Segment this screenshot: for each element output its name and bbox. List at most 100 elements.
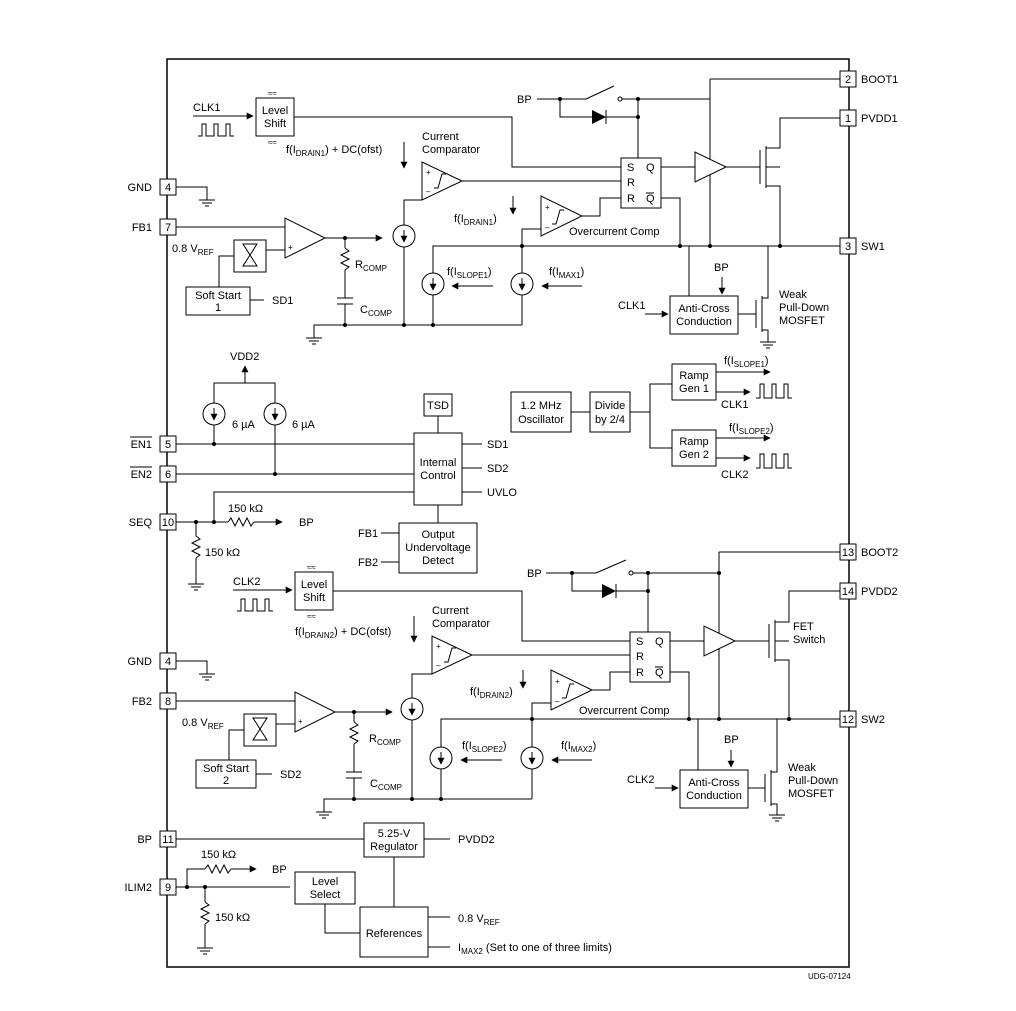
error-amplifier-1: [284, 217, 327, 259]
pin-sw2: 12 SW2: [839, 710, 885, 728]
overcurrent-comparator-2: [550, 669, 594, 711]
svg-text:VDD2: VDD2: [230, 351, 259, 363]
svg-text:1.2 MHz: 1.2 MHz: [521, 400, 562, 412]
diagram-id: UDG-07124: [808, 972, 851, 981]
svg-text:CLK1: CLK1: [721, 399, 749, 411]
svg-text:SD2: SD2: [487, 463, 508, 475]
svg-text:SW1: SW1: [861, 241, 885, 253]
pull-down-mosfet-2: [764, 719, 785, 822]
pin-pvdd2: 14 PVDD2: [839, 582, 898, 600]
svg-text:5: 5: [165, 439, 171, 451]
svg-text:Gen 1: Gen 1: [679, 383, 709, 395]
overcurrent-comparator-1: [540, 195, 584, 237]
svg-text:Regulator: Regulator: [370, 841, 418, 853]
svg-text:Overcurrent Comp: Overcurrent Comp: [579, 705, 669, 717]
svg-text:0.8 VREF: 0.8 VREF: [182, 717, 224, 731]
svg-text:8: 8: [165, 696, 171, 708]
svg-text:Oscillator: Oscillator: [518, 414, 564, 426]
svg-text:S: S: [636, 636, 643, 648]
svg-text:Switch: Switch: [793, 634, 825, 646]
svg-text:6 µA: 6 µA: [292, 419, 316, 431]
svg-text:9: 9: [165, 882, 171, 894]
control-section: VDD2 6 µA 6 µA TSD Internal Control SD1 …: [176, 351, 792, 591]
svg-text:Q: Q: [646, 162, 655, 174]
svg-text:5.25-V: 5.25-V: [378, 828, 411, 840]
svg-text:–: –: [555, 697, 560, 706]
pin-boot2: 13 BOOT2: [839, 543, 898, 561]
svg-text:Undervoltage: Undervoltage: [405, 542, 470, 554]
pull-down-mosfet-1: [755, 246, 776, 349]
svg-text:FET: FET: [793, 621, 814, 633]
svg-text:150 kΩ: 150 kΩ: [215, 912, 250, 924]
svg-text:SD2: SD2: [280, 769, 301, 781]
pin-seq: 10 SEQ: [129, 513, 177, 531]
svg-text:Q: Q: [646, 193, 655, 205]
current-comparator-1: [421, 161, 464, 201]
anti-cross-conduction-2: [679, 769, 749, 809]
svg-text:f(IMAX2): f(IMAX2): [561, 740, 596, 754]
svg-text:IMAX2 (Set to one of three lim: IMAX2 (Set to one of three limits): [458, 942, 612, 956]
svg-text:BP: BP: [299, 517, 314, 529]
sr-latch-2: [629, 631, 671, 683]
pin-sw1: 3 SW1: [839, 237, 885, 255]
svg-text:CCOMP: CCOMP: [370, 778, 402, 792]
channel-2: CLK2 Level Shift ≈≈ ≈≈ f(IDRAIN2) + DC(o…: [176, 551, 840, 822]
sr-latch-1: [620, 157, 662, 209]
svg-text:PVDD2: PVDD2: [458, 834, 495, 846]
regulator-block: [363, 822, 425, 858]
level-select: [294, 871, 356, 905]
svg-text:TSD: TSD: [427, 400, 449, 412]
svg-text:Select: Select: [310, 889, 341, 901]
svg-text:CLK2: CLK2: [233, 576, 261, 588]
svg-text:f(IMAX1): f(IMAX1): [549, 266, 584, 280]
svg-text:+: +: [436, 642, 441, 651]
high-side-mosfet-2: [768, 590, 840, 719]
svg-text:Ramp: Ramp: [679, 436, 708, 448]
svg-text:R: R: [627, 177, 635, 189]
svg-text:Q: Q: [655, 636, 664, 648]
svg-text:EN2: EN2: [131, 469, 152, 481]
svg-text:14: 14: [842, 586, 854, 598]
svg-text:Level: Level: [262, 105, 288, 117]
svg-text:f(IDRAIN2) + DC(ofst): f(IDRAIN2) + DC(ofst): [295, 626, 391, 640]
svg-text:PVDD2: PVDD2: [861, 586, 898, 598]
svg-text:Soft Start: Soft Start: [195, 290, 241, 302]
svg-text:Shift: Shift: [303, 592, 325, 604]
internal-control: [413, 432, 463, 506]
svg-text:SW2: SW2: [861, 714, 885, 726]
pin-en1: 5 EN1: [130, 435, 177, 453]
pin-fb2: 8 FB2: [132, 692, 177, 710]
svg-text:BP: BP: [714, 262, 729, 274]
svg-text:Overcurrent Comp: Overcurrent Comp: [569, 226, 659, 238]
svg-text:Control: Control: [420, 470, 455, 482]
svg-text:SD1: SD1: [272, 295, 293, 307]
svg-text:≈≈: ≈≈: [268, 138, 277, 147]
svg-text:12: 12: [842, 714, 854, 726]
svg-text:Current: Current: [432, 605, 469, 617]
svg-text:150 kΩ: 150 kΩ: [201, 849, 236, 861]
svg-text:GND: GND: [128, 656, 153, 668]
pin-gnd-b: 4 GND: [128, 652, 177, 670]
svg-text:–: –: [545, 223, 550, 232]
clock-pulse-icon: [198, 123, 234, 137]
svg-text:–: –: [436, 661, 441, 670]
svg-text:CLK2: CLK2: [627, 774, 655, 786]
svg-text:2: 2: [223, 775, 229, 787]
clock-pulse-icon: [756, 383, 792, 399]
svg-text:Level: Level: [312, 876, 338, 888]
svg-text:FB2: FB2: [132, 696, 152, 708]
svg-text:R: R: [636, 667, 644, 679]
svg-text:FB1: FB1: [358, 528, 378, 540]
svg-text:CLK2: CLK2: [721, 469, 749, 481]
output-undervoltage-detect: [398, 522, 478, 574]
svg-text:GND: GND: [128, 182, 153, 194]
svg-text:BP: BP: [137, 834, 152, 846]
references-block: [359, 906, 429, 958]
svg-text:Comparator: Comparator: [432, 618, 490, 630]
svg-text:+: +: [298, 717, 303, 726]
svg-text:Output: Output: [421, 529, 454, 541]
anti-cross-conduction-1: [669, 295, 739, 335]
ramp-gen-1: [671, 363, 717, 401]
svg-text:Ramp: Ramp: [679, 370, 708, 382]
svg-text:SEQ: SEQ: [129, 517, 153, 529]
